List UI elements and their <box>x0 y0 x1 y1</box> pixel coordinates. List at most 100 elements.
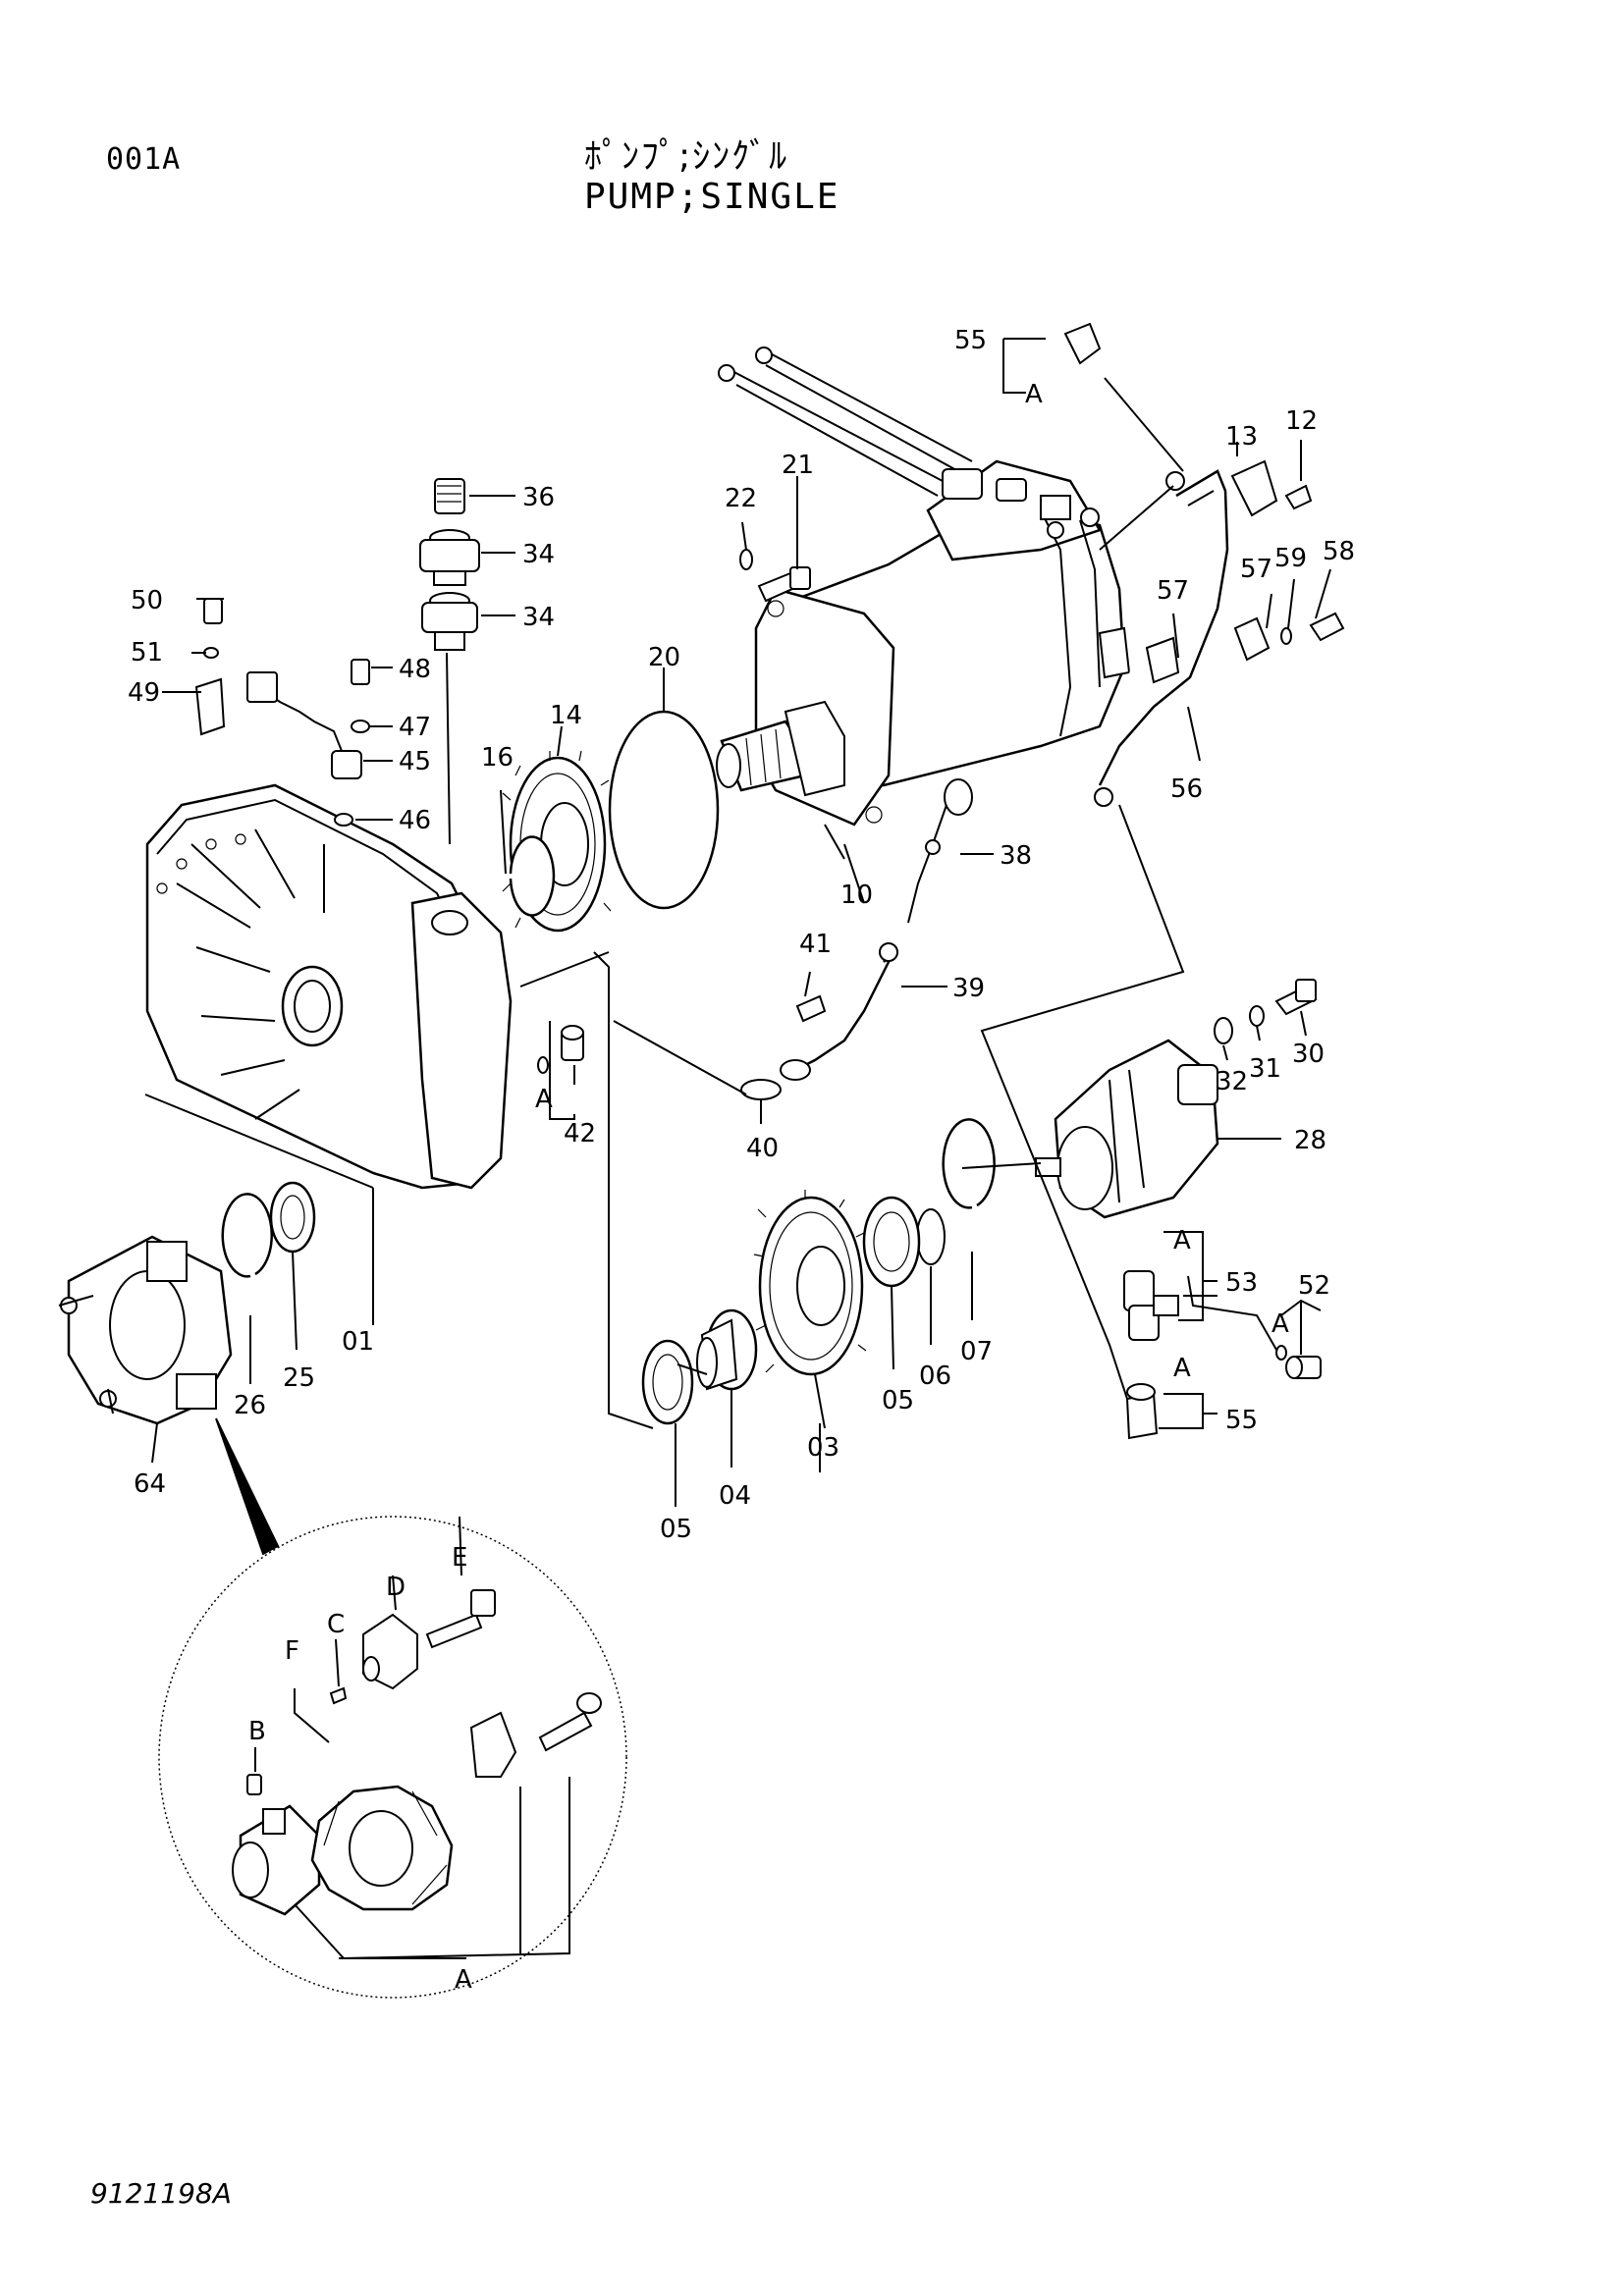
coupling-64 <box>58 1235 233 1425</box>
callout-49: 49 <box>128 678 160 708</box>
callout-47: 47 <box>399 713 431 742</box>
callout-05-lower: 05 <box>660 1515 692 1544</box>
callout-41: 41 <box>799 930 832 959</box>
o-ring-42 <box>537 1056 549 1074</box>
snap-ring-26 <box>221 1193 273 1278</box>
bearing-05-lower <box>641 1339 694 1425</box>
callout-48: 48 <box>399 655 431 684</box>
snap-ring-07 <box>942 1118 996 1209</box>
callout-46: 46 <box>399 806 431 835</box>
callout-16: 16 <box>481 743 514 773</box>
o-ring-52 <box>1275 1345 1287 1361</box>
callout-57-left: 57 <box>1157 576 1189 606</box>
callout-52: 52 <box>1298 1271 1330 1301</box>
callout-a-55: A <box>1173 1354 1191 1383</box>
callout-59: 59 <box>1274 544 1307 573</box>
detail-label-f: F <box>285 1636 299 1666</box>
callout-30: 30 <box>1292 1040 1325 1069</box>
coupling-detail-view <box>158 1516 627 1999</box>
callout-14: 14 <box>550 701 582 730</box>
callout-01: 01 <box>342 1327 374 1357</box>
document-id: 9121198A <box>90 2177 232 2210</box>
callout-40: 40 <box>746 1134 779 1163</box>
washer-51 <box>203 647 219 659</box>
callout-53: 53 <box>1225 1268 1258 1298</box>
o-ring-46 <box>334 813 353 827</box>
pipe-56 <box>1098 469 1229 786</box>
title-english: PUMP;SINGLE <box>584 177 840 217</box>
washer-59 <box>1280 627 1292 645</box>
callout-03: 03 <box>807 1433 839 1463</box>
callout-a-52: A <box>1271 1309 1289 1339</box>
callout-13: 13 <box>1225 422 1258 452</box>
callout-06: 06 <box>919 1362 951 1391</box>
callout-42: 42 <box>564 1119 596 1148</box>
page-code: 001A <box>106 142 182 177</box>
bolt-30 <box>1274 979 1318 1016</box>
pipe-39 <box>780 942 898 1081</box>
snap-ring-16 <box>509 835 556 917</box>
gear-03 <box>753 1190 867 1376</box>
bolt-12 <box>1284 484 1313 510</box>
callout-12: 12 <box>1285 406 1318 436</box>
dipstick-38 <box>907 778 973 924</box>
bolt-52 <box>1285 1356 1322 1379</box>
callout-26: 26 <box>234 1391 266 1420</box>
fitting-55-top <box>1063 322 1102 365</box>
pinion-04 <box>696 1308 758 1391</box>
bolt-50 <box>203 598 223 624</box>
callout-34-upper: 34 <box>522 540 555 569</box>
callout-56: 56 <box>1170 774 1203 804</box>
washer-31 <box>1249 1005 1265 1027</box>
bolt-58 <box>1309 612 1345 642</box>
callout-38: 38 <box>1000 841 1032 871</box>
detail-label-c: C <box>327 1610 345 1639</box>
callout-45: 45 <box>399 747 431 776</box>
plug-42 <box>561 1025 584 1061</box>
detail-label-e: E <box>452 1543 467 1573</box>
bracket-49 <box>194 677 226 736</box>
fitting-53 <box>1123 1270 1179 1341</box>
callout-07: 07 <box>960 1337 993 1366</box>
bolt-41 <box>795 994 827 1023</box>
detail-label-b: B <box>248 1717 266 1746</box>
o-ring-20 <box>608 710 720 910</box>
callout-25: 25 <box>283 1363 315 1393</box>
callout-55-top: 55 <box>954 326 987 355</box>
callout-10: 10 <box>840 881 873 910</box>
gear-pump-28 <box>1035 1039 1219 1219</box>
washer-32 <box>1214 1017 1233 1044</box>
title-japanese: ﾎﾟﾝﾌﾟ;ｼﾝｸﾞﾙ <box>584 136 789 177</box>
ring-06 <box>916 1208 946 1265</box>
callout-50: 50 <box>131 586 163 615</box>
callout-a-top: A <box>1025 380 1043 409</box>
callout-31: 31 <box>1249 1054 1281 1084</box>
callout-51: 51 <box>131 638 163 667</box>
leader-lines <box>144 338 1331 1556</box>
adapter-34-upper <box>419 529 480 586</box>
adapter-34-lower <box>421 592 478 651</box>
callout-34-lower: 34 <box>522 603 555 632</box>
callout-21: 21 <box>782 451 814 480</box>
fitting-55-bottom <box>1125 1383 1159 1440</box>
bearing-05-upper <box>862 1196 921 1288</box>
callout-a-42: A <box>535 1085 553 1114</box>
clamp-57-left <box>1145 636 1180 684</box>
bolt-48 <box>351 659 370 685</box>
callout-32: 32 <box>1216 1067 1248 1096</box>
callout-39: 39 <box>952 974 985 1003</box>
washer-22 <box>739 549 753 570</box>
bracket-13 <box>1230 459 1278 517</box>
detail-label-a: A <box>455 1965 472 1995</box>
callout-58: 58 <box>1323 537 1355 566</box>
oil-seal-25 <box>269 1181 316 1254</box>
callout-36: 36 <box>522 483 555 512</box>
callout-28: 28 <box>1294 1126 1326 1155</box>
callout-a-53: A <box>1173 1226 1191 1255</box>
callout-57-right: 57 <box>1240 555 1272 584</box>
sensor-45 <box>246 671 362 779</box>
gasket-40 <box>740 1079 782 1100</box>
callout-labels: 55 A 13 12 21 22 36 34 34 50 51 49 48 47… <box>128 326 1355 1995</box>
washer-47 <box>351 720 370 733</box>
